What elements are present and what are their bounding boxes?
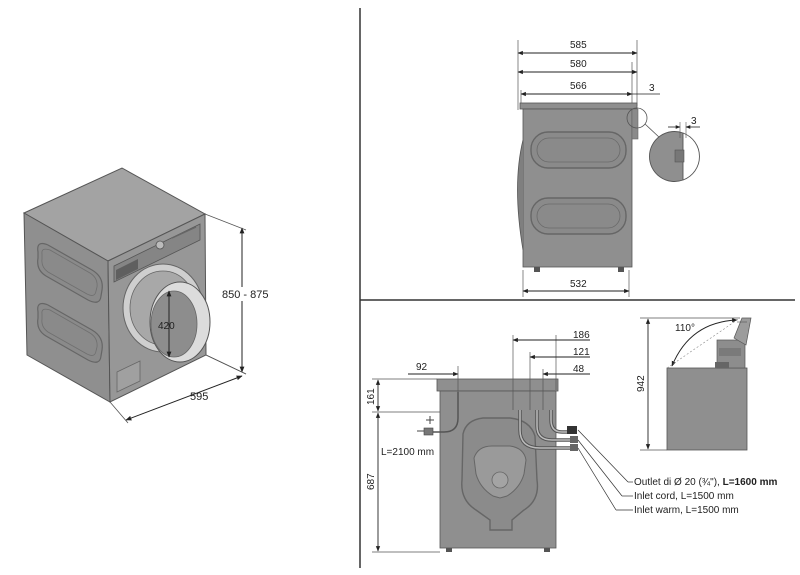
door-diameter-label: 420 [158, 321, 175, 332]
width-label: 595 [190, 391, 208, 403]
depth-body-label: 580 [570, 59, 587, 70]
depth-total-label: 585 [570, 40, 587, 51]
rear-view: L=2100 mm 186 121 48 92 161 687 Outlet d… [366, 330, 777, 553]
panel-dividers [359, 8, 795, 568]
dim-161-label: 161 [366, 388, 377, 405]
dim-92-label: 92 [416, 362, 428, 373]
opening-angle-label: 110° [675, 323, 695, 334]
dim-121-label: 121 [573, 347, 590, 358]
inlet-warm-label: Inlet warm, L=1500 mm [634, 505, 739, 516]
open-height-label: 942 [636, 375, 647, 392]
side-view: 585 580 566 3 532 3 [517, 40, 700, 297]
dim-48-label: 48 [573, 364, 585, 375]
drain-cord-label: L=2100 mm [381, 447, 434, 458]
feet-span-label: 532 [570, 279, 587, 290]
outlet-length: L=1600 mm [723, 477, 778, 488]
detail-gap-label: 3 [691, 116, 697, 127]
dim-186-label: 186 [573, 330, 590, 341]
outlet-text: Outlet di Ø 20 (¾"), [634, 477, 723, 488]
top-overhang-label: 3 [649, 83, 655, 94]
open-lid-view: 110° 942 [636, 317, 752, 451]
isometric-view: 420 850 - 875 595 [22, 167, 268, 424]
dim-687-label: 687 [366, 473, 377, 490]
inlet-cord-label: Inlet cord, L=1500 mm [634, 491, 734, 502]
depth-cabinet-label: 566 [570, 81, 587, 92]
height-label: 850 - 875 [222, 289, 268, 301]
outlet-label: Outlet di Ø 20 (¾"), L=1600 mm [634, 477, 777, 488]
